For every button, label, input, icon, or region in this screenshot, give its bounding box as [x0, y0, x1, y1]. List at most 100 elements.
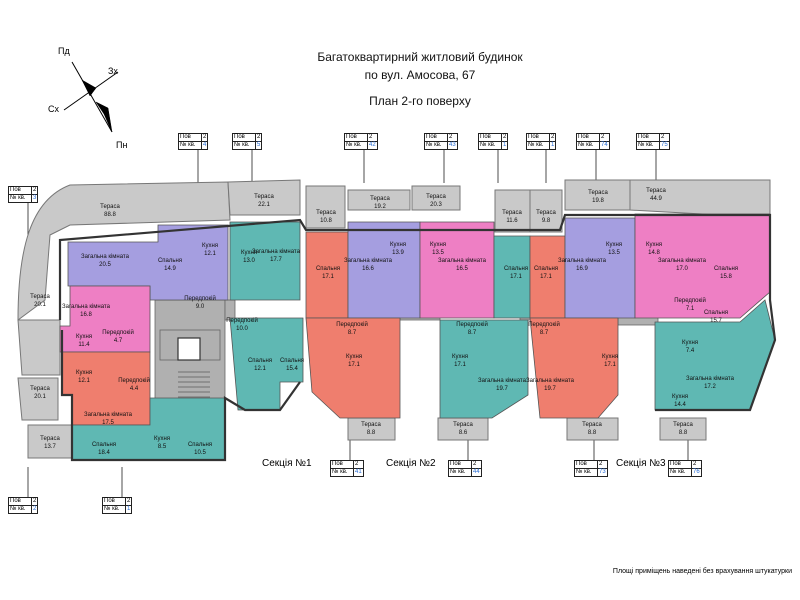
room-area: 15.8: [720, 274, 732, 280]
room-label: Загальна кімната: [62, 304, 111, 310]
tag-apt-value: 1: [551, 142, 555, 148]
apartment-11: [439, 319, 529, 419]
tag-floor-label: Пов: [103, 498, 126, 505]
room-area: 14.8: [648, 250, 660, 256]
room-area: 19.7: [496, 386, 508, 392]
room-label: Кухня: [154, 436, 170, 442]
room-area: 13.9: [392, 250, 404, 256]
room-area: 16.6: [362, 266, 374, 272]
tag-apt-value: 41: [355, 469, 362, 475]
tag-apt-value: 73: [599, 469, 606, 475]
room-label: Загальна кімната: [81, 254, 130, 260]
tag-apt-value: 76: [693, 469, 700, 475]
terrace-4: [411, 185, 461, 211]
common-area-1: [224, 299, 236, 321]
room-label: Кухня: [602, 354, 618, 360]
building-address: по вул. Амосова, 67: [364, 68, 476, 82]
tag-floor-value: 2: [127, 498, 131, 504]
room-area: 17.1: [348, 362, 360, 368]
tag-floor-label: Пов: [527, 134, 550, 141]
room-label: Тераса: [316, 210, 336, 216]
room-area: 12.1: [78, 378, 90, 384]
tag-apt-label: № кв.: [9, 506, 32, 513]
tag-apt-label: № кв.: [479, 142, 502, 149]
terrace-15: [659, 417, 707, 441]
terrace-10: [17, 377, 59, 421]
room-area: 20.5: [99, 262, 111, 268]
room-area: 10.8: [320, 218, 332, 224]
tag-floor-value: 2: [503, 134, 507, 140]
tag-floor-value: 2: [369, 134, 373, 140]
room-label: Спальня: [504, 266, 528, 272]
room-area: 16.8: [80, 312, 92, 318]
tag-apt-value: 4: [203, 142, 207, 148]
room-label: Тераса: [673, 422, 693, 428]
tag-floor-label: Пов: [637, 134, 660, 141]
room-area: 7.1: [686, 306, 695, 312]
room-label: Тераса: [30, 386, 50, 392]
room-area: 17.2: [704, 384, 716, 390]
room-label: Кухня: [606, 242, 622, 248]
floor-plan-title: План 2-го поверху: [369, 94, 471, 108]
room-label: Загальна кімната: [658, 258, 707, 264]
room-area: 17.5: [102, 420, 114, 426]
tag-apt-value: 2: [33, 506, 37, 512]
terrace-14: [566, 417, 619, 441]
room-label: Тераса: [453, 422, 473, 428]
tag-apt-label: № кв.: [637, 142, 660, 149]
room-area: 17.1: [454, 362, 466, 368]
room-area: 8.5: [158, 444, 167, 450]
building-title: Багатоквартирний житловий будинок: [317, 50, 523, 64]
room-area: 13.0: [243, 258, 255, 264]
room-area: 8.7: [540, 330, 549, 336]
terrace-6: [529, 189, 563, 233]
tag-apt-value: 43: [449, 142, 456, 148]
room-label: Тераса: [536, 210, 556, 216]
section-label-1: Секція №1: [262, 458, 312, 469]
apartment-4: [229, 221, 301, 301]
room-label: Тераса: [361, 422, 381, 428]
room-label: Спальня: [280, 358, 304, 364]
room-area: 16.5: [456, 266, 468, 272]
room-area: 15.4: [286, 366, 298, 372]
tag-floor-label: Пов: [449, 461, 472, 468]
room-area: 18.4: [98, 450, 110, 456]
room-area: 17.1: [322, 274, 334, 280]
room-label: Передпокій: [184, 295, 216, 302]
room-label: Кухня: [76, 334, 92, 340]
room-label: Загальна кімната: [438, 258, 487, 264]
tag-apt-label: № кв.: [527, 142, 550, 149]
room-area: 16.9: [576, 266, 588, 272]
room-label: Спальня: [714, 266, 738, 272]
room-area: 4.4: [130, 386, 139, 392]
tag-apt-label: № кв.: [449, 469, 472, 476]
footnote: Площі приміщень наведені без врахування …: [612, 568, 792, 575]
room-area: 19.7: [544, 386, 556, 392]
tag-floor-value: 2: [661, 134, 665, 140]
room-area: 8.8: [588, 430, 597, 436]
outer-wall-south: [60, 330, 301, 462]
room-area: 13.5: [432, 250, 444, 256]
compass-label-east: Сх: [48, 104, 59, 114]
tag-floor-label: Пов: [233, 134, 256, 141]
tag-apt-value: 5: [257, 142, 261, 148]
room-area: 20.3: [430, 202, 442, 208]
room-label: Тераса: [646, 188, 666, 194]
tag-floor-value: 2: [33, 498, 37, 504]
room-label: Кухня: [346, 354, 362, 360]
room-area: 12.1: [254, 366, 266, 372]
tag-apt-label: № кв.: [9, 195, 32, 202]
compass-label-north: Пн: [116, 140, 128, 150]
